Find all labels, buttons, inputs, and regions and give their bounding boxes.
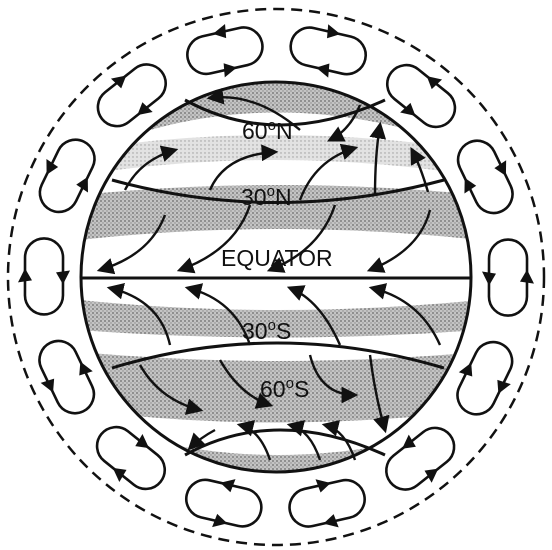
cell-arrowhead xyxy=(458,175,477,194)
cell-arrowhead xyxy=(40,159,59,178)
cell-arrowhead xyxy=(41,377,60,396)
label-equator: EQUATOR xyxy=(221,245,333,271)
cell-loop xyxy=(489,240,527,316)
label-60s: 60oS xyxy=(260,375,309,402)
cell-loop xyxy=(89,419,172,496)
cell-loop xyxy=(33,335,100,420)
cell-arrowhead xyxy=(482,272,496,286)
cell-arrowhead xyxy=(492,378,511,397)
cell-arrowhead xyxy=(74,359,93,378)
cell-arrowhead xyxy=(219,476,236,493)
circulation-cell xyxy=(375,52,467,140)
circulation-cell xyxy=(284,470,370,537)
cell-arrowhead xyxy=(520,270,534,284)
circulation-cell xyxy=(482,240,534,316)
cell-loop xyxy=(25,238,63,314)
circulation-cell xyxy=(18,238,70,314)
label-30n: 30oN xyxy=(241,183,292,210)
cell-arrowhead xyxy=(212,513,229,530)
cell-loop xyxy=(451,336,518,421)
cell-arrowhead xyxy=(459,360,478,379)
cell-arrowhead xyxy=(56,270,70,284)
cell-loop xyxy=(452,134,519,219)
cell-loop xyxy=(379,420,462,497)
cell-loop xyxy=(34,133,101,218)
cell-arrowhead xyxy=(325,24,342,41)
circulation-cell xyxy=(181,469,267,537)
cell-arrowhead xyxy=(494,160,513,179)
label-30s: 30oS xyxy=(242,317,291,344)
circulation-cell xyxy=(285,17,371,85)
label-60n: 60oN xyxy=(242,117,293,144)
cell-arrowhead xyxy=(75,174,94,193)
circulation-cell xyxy=(374,415,466,503)
cell-arrowhead xyxy=(315,61,332,78)
circulation-cell xyxy=(182,17,268,84)
circulation-cell xyxy=(85,414,177,502)
cell-arrowhead xyxy=(18,268,32,282)
